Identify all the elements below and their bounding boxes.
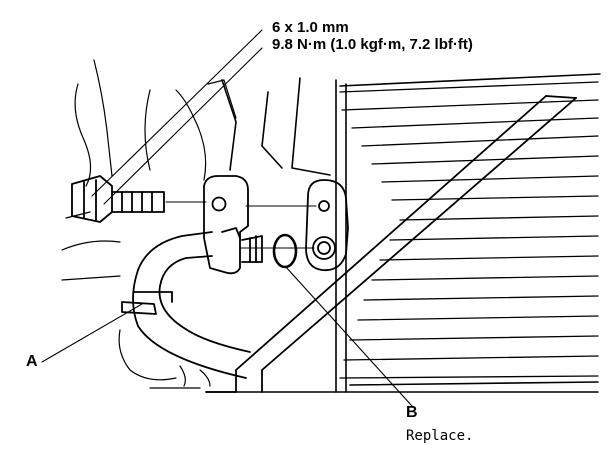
leader-lines — [41, 29, 413, 407]
torque-spec-label: 9.8 N·m (1.0 kgf·m, 7.2 lbf·ft) — [272, 36, 473, 53]
callout-b-letter: B — [406, 404, 418, 421]
bolt — [71, 175, 165, 223]
spec-leader — [91, 29, 263, 197]
spec-leader-2 — [103, 47, 263, 205]
body-contour — [61, 59, 237, 389]
callout-a-letter: A — [26, 353, 38, 370]
pipe-flange — [305, 179, 349, 272]
condenser-fins — [339, 81, 599, 379]
fitting-bracket — [203, 175, 263, 275]
callout-b-leader — [284, 265, 413, 407]
alignment-lines — [165, 201, 317, 249]
bolt-size-label: 6 x 1.0 mm — [272, 19, 349, 36]
replace-note: Replace. — [406, 428, 474, 444]
callout-a-leader — [41, 303, 143, 363]
o-ring — [272, 233, 298, 269]
support-bracket — [205, 95, 577, 393]
condenser-frame — [205, 73, 601, 393]
